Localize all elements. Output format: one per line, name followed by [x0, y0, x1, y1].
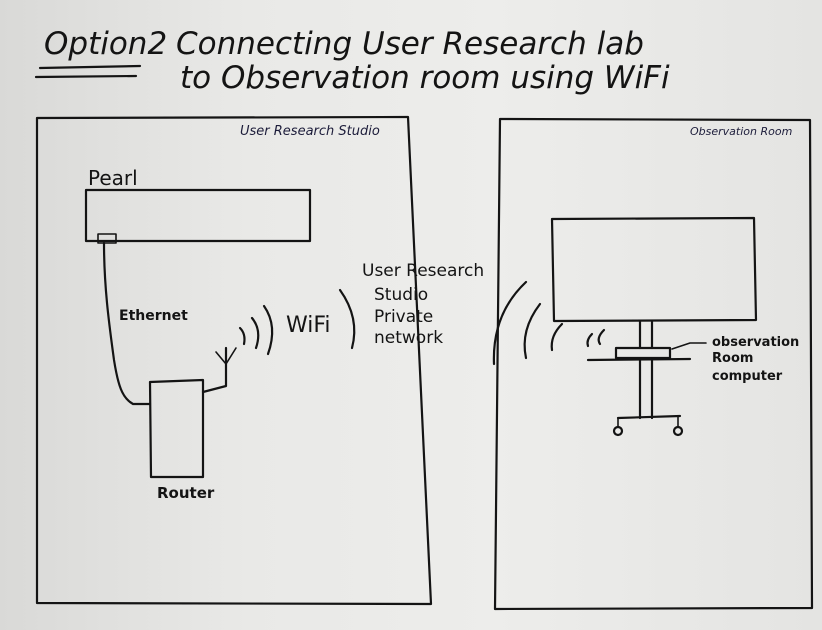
observation-room-box — [493, 117, 814, 611]
wifi-wave-5 — [492, 280, 528, 366]
wifi-wave-6 — [523, 302, 542, 360]
title-option: Option2 — [44, 26, 167, 62]
computer-label-line-2: Room — [712, 351, 753, 366]
wifi-wave-9 — [597, 328, 606, 346]
studio-room-box — [35, 115, 433, 606]
wifi-wave-4 — [338, 288, 356, 350]
title-line-1: Connecting User Research lab — [176, 26, 644, 62]
wifi-wave-7 — [550, 322, 564, 352]
pearl-label: Pearl — [88, 166, 138, 190]
cart-shelf — [586, 357, 692, 362]
wifi-label: WiFi — [286, 313, 331, 338]
router-device — [148, 378, 205, 479]
observation-computer — [614, 346, 672, 360]
computer-pointer-line — [671, 342, 707, 350]
network-label-line-2: Studio — [374, 285, 428, 305]
router-antenna-icon — [215, 347, 237, 365]
wifi-wave-3 — [262, 304, 274, 356]
observation-screen — [550, 216, 758, 323]
computer-label-line-1: observation — [712, 335, 799, 350]
wifi-wave-2 — [250, 316, 260, 350]
computer-label-line-3: computer — [712, 369, 783, 384]
title-line-2: to Observation room using WiFi — [180, 60, 670, 96]
observation-room-label: Observation Room — [690, 125, 792, 138]
network-label-line-3: Private — [374, 307, 433, 327]
studio-room-label: User Research Studio — [240, 124, 380, 139]
wifi-wave-8 — [586, 332, 594, 348]
pearl-device — [84, 188, 312, 243]
title-underline-2 — [34, 74, 138, 79]
network-label-line-1: User Research — [362, 261, 484, 281]
wifi-wave-1 — [238, 326, 246, 346]
router-label: Router — [157, 484, 215, 502]
pearl-ethernet-port — [97, 233, 117, 244]
cart-wheel-right — [672, 425, 684, 437]
cart-base — [616, 414, 682, 420]
title-underline-1 — [38, 64, 142, 70]
router-antenna-stem — [201, 346, 228, 394]
network-label-line-4: network — [374, 328, 443, 348]
ethernet-label: Ethernet — [119, 308, 188, 324]
ethernet-cable — [102, 241, 152, 406]
cart-wheel-left — [612, 425, 624, 437]
